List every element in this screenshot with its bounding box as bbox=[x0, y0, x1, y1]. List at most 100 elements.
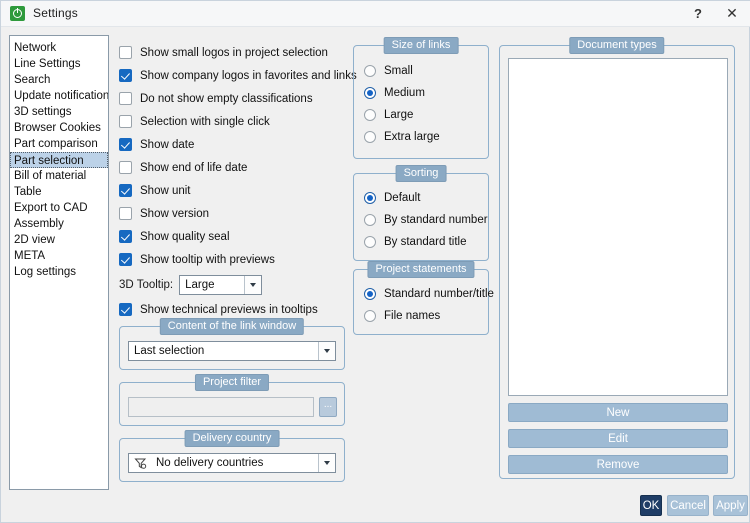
checkbox-box-checked-icon[interactable] bbox=[119, 303, 132, 316]
chevron-down-icon[interactable] bbox=[244, 276, 262, 294]
sidebar-item-3d-settings[interactable]: 3D settings bbox=[14, 106, 72, 118]
radio-label: By standard title bbox=[384, 236, 467, 248]
radio-sorting-default[interactable]: Default bbox=[364, 187, 488, 209]
checkbox-label: Show end of life date bbox=[140, 161, 248, 174]
chevron-down-icon[interactable] bbox=[318, 454, 335, 472]
new-document-type-button[interactable]: New bbox=[508, 403, 728, 422]
document-types-group: Document types New Edit Remove bbox=[499, 37, 735, 479]
remove-document-type-button[interactable]: Remove bbox=[508, 455, 728, 474]
link-window-legend: Content of the link window bbox=[159, 318, 305, 335]
sidebar-item-table[interactable]: Table bbox=[14, 186, 42, 198]
checkbox-box-checked-icon[interactable] bbox=[119, 184, 132, 197]
radio-label: Standard number/title bbox=[384, 288, 494, 300]
radio-statement-file-names[interactable]: File names bbox=[364, 305, 494, 327]
checkbox-show-unit[interactable]: Show unit bbox=[119, 179, 345, 202]
radio-sorting-by-standard-number[interactable]: By standard number bbox=[364, 209, 488, 231]
sidebar-item-network[interactable]: Network bbox=[14, 42, 57, 54]
radio-size-extra-large[interactable]: Extra large bbox=[364, 126, 440, 148]
edit-document-type-button[interactable]: Edit bbox=[508, 429, 728, 448]
close-button[interactable]: ✕ bbox=[726, 5, 738, 21]
checkbox-show-end-of-life-date[interactable]: Show end of life date bbox=[119, 156, 345, 179]
sidebar-item-part-selection[interactable]: Part selection bbox=[10, 152, 108, 168]
window-title: Settings bbox=[33, 6, 78, 20]
checkbox-label: Show company logos in favorites and link… bbox=[140, 69, 357, 82]
checkbox-hide-empty-classifications[interactable]: Do not show empty classifications bbox=[119, 87, 345, 110]
sidebar-item-log-settings[interactable]: Log settings bbox=[14, 266, 77, 278]
checkbox-label: Show technical previews in tooltips bbox=[140, 303, 318, 316]
project-filter-browse-button[interactable]: ... bbox=[319, 397, 337, 417]
link-window-combo[interactable]: Last selection bbox=[128, 341, 336, 361]
delivery-country-group: Delivery country No delivery countries bbox=[119, 430, 345, 482]
radio-label: Extra large bbox=[384, 131, 440, 143]
radio-circle-icon[interactable] bbox=[364, 214, 376, 226]
radio-size-large[interactable]: Large bbox=[364, 104, 440, 126]
project-statements-legend: Project statements bbox=[367, 261, 475, 278]
radio-circle-selected-icon[interactable] bbox=[364, 192, 376, 204]
checkbox-box-checked-icon[interactable] bbox=[119, 69, 132, 82]
checkbox-single-click-selection[interactable]: Selection with single click bbox=[119, 110, 345, 133]
checkbox-box-icon[interactable] bbox=[119, 92, 132, 105]
radio-label: File names bbox=[384, 310, 441, 322]
project-statements-group: Project statements Standard number/title… bbox=[353, 261, 494, 335]
apply-button[interactable]: Apply bbox=[713, 495, 748, 516]
link-window-group: Content of the link window Last selectio… bbox=[119, 318, 345, 370]
checkbox-show-small-logos[interactable]: Show small logos in project selection bbox=[119, 41, 345, 64]
cancel-button[interactable]: Cancel bbox=[667, 495, 709, 516]
tooltip-size-label: 3D Tooltip: bbox=[119, 279, 174, 291]
project-filter-input[interactable] bbox=[128, 397, 314, 417]
radio-circle-icon[interactable] bbox=[364, 109, 376, 121]
sorting-legend: Sorting bbox=[395, 165, 447, 182]
category-list[interactable]: Network Line Settings Search Update noti… bbox=[9, 35, 109, 490]
project-filter-legend: Project filter bbox=[194, 374, 270, 391]
project-filter-group: Project filter ... bbox=[119, 374, 345, 426]
checkbox-show-quality-seal[interactable]: Show quality seal bbox=[119, 225, 345, 248]
sorting-group: Sorting Default By standard number By st… bbox=[353, 165, 489, 261]
document-types-listbox[interactable] bbox=[508, 58, 728, 396]
checkbox-show-version[interactable]: Show version bbox=[119, 202, 345, 225]
checkbox-box-icon[interactable] bbox=[119, 161, 132, 174]
tooltip-size-row: 3D Tooltip: Large bbox=[119, 272, 345, 298]
help-button[interactable]: ? bbox=[694, 6, 702, 21]
checkbox-box-icon[interactable] bbox=[119, 46, 132, 59]
sidebar-item-bill-of-material[interactable]: Bill of material bbox=[14, 170, 87, 182]
link-window-value: Last selection bbox=[134, 345, 205, 357]
sidebar-item-search[interactable]: Search bbox=[14, 74, 51, 86]
checkbox-box-checked-icon[interactable] bbox=[119, 138, 132, 151]
checkbox-label: Show quality seal bbox=[140, 230, 230, 243]
checkbox-show-tooltip-with-previews[interactable]: Show tooltip with previews bbox=[119, 248, 345, 271]
checkbox-technical-previews-in-tooltips[interactable]: Show technical previews in tooltips bbox=[119, 298, 345, 321]
radio-statement-standard-number-title[interactable]: Standard number/title bbox=[364, 283, 494, 305]
radio-circle-icon[interactable] bbox=[364, 236, 376, 248]
radio-size-medium[interactable]: Medium bbox=[364, 82, 440, 104]
checkbox-box-checked-icon[interactable] bbox=[119, 253, 132, 266]
radio-size-small[interactable]: Small bbox=[364, 60, 440, 82]
sidebar-item-2d-view[interactable]: 2D view bbox=[14, 234, 55, 246]
radio-circle-icon[interactable] bbox=[364, 65, 376, 77]
checkbox-show-company-logos[interactable]: Show company logos in favorites and link… bbox=[119, 64, 357, 87]
checkbox-label: Show version bbox=[140, 207, 210, 220]
checkbox-show-date[interactable]: Show date bbox=[119, 133, 345, 156]
sidebar-item-meta[interactable]: META bbox=[14, 250, 46, 262]
sidebar-item-part-comparison[interactable]: Part comparison bbox=[14, 138, 98, 150]
checkbox-label: Show tooltip with previews bbox=[140, 253, 275, 266]
radio-sorting-by-standard-title[interactable]: By standard title bbox=[364, 231, 488, 253]
sidebar-item-browser-cookies[interactable]: Browser Cookies bbox=[14, 122, 101, 134]
options-checkbox-group: Show small logos in project selection Sh… bbox=[119, 41, 357, 321]
tooltip-size-combo[interactable]: Large bbox=[179, 275, 263, 295]
radio-circle-icon[interactable] bbox=[364, 131, 376, 143]
radio-circle-icon[interactable] bbox=[364, 310, 376, 322]
radio-circle-selected-icon[interactable] bbox=[364, 288, 376, 300]
sidebar-item-assembly[interactable]: Assembly bbox=[14, 218, 64, 230]
sidebar-item-line-settings[interactable]: Line Settings bbox=[14, 58, 81, 70]
checkbox-box-icon[interactable] bbox=[119, 207, 132, 220]
checkbox-label: Do not show empty classifications bbox=[140, 92, 313, 105]
chevron-down-icon[interactable] bbox=[318, 342, 335, 360]
sidebar-item-update-notification[interactable]: Update notification bbox=[14, 90, 109, 102]
checkbox-box-icon[interactable] bbox=[119, 115, 132, 128]
sidebar-item-export-to-cad[interactable]: Export to CAD bbox=[14, 202, 88, 214]
radio-circle-selected-icon[interactable] bbox=[364, 87, 376, 99]
delivery-country-combo[interactable]: No delivery countries bbox=[128, 453, 336, 473]
checkbox-box-checked-icon[interactable] bbox=[119, 230, 132, 243]
size-of-links-legend: Size of links bbox=[383, 37, 459, 54]
ok-button[interactable]: OK bbox=[640, 495, 662, 516]
